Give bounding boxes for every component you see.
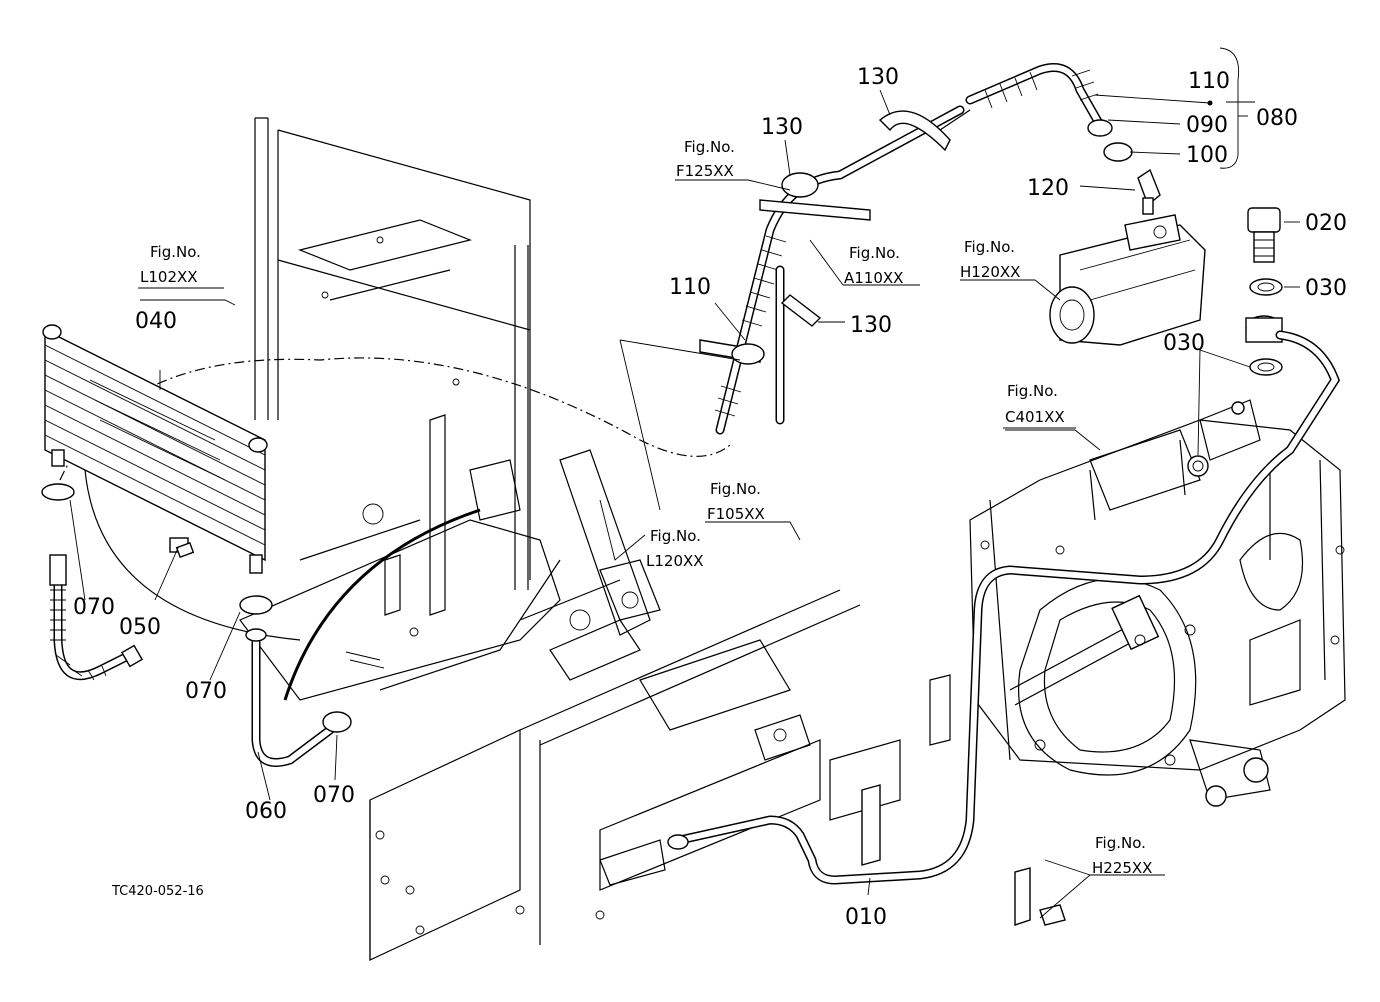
fig-ref-l120: Fig.No. L120XX	[646, 527, 704, 570]
banjo-fitting	[1245, 315, 1283, 343]
part-label-030-lower: 030	[1163, 331, 1205, 356]
fig-ref-f125-title: Fig.No.	[684, 138, 735, 156]
fig-ref-f105-title: Fig.No.	[710, 480, 761, 498]
fig-ref-h120-number: H120XX	[960, 263, 1020, 281]
fig-ref-f125: Fig.No. F125XX	[676, 138, 735, 180]
part-label-120: 120	[1027, 176, 1069, 201]
fig-ref-l120-title: Fig.No.	[650, 527, 701, 545]
banjo-bolt-020	[1247, 207, 1281, 263]
bolt-050	[169, 537, 195, 558]
fig-ref-f105-number: F105XX	[707, 505, 765, 523]
leader-lines	[69, 47, 1300, 919]
transmission-case	[969, 399, 1346, 807]
part-label-070-mid: 070	[185, 679, 227, 704]
part-label-030-top: 030	[1305, 276, 1347, 301]
part-label-060: 060	[245, 799, 287, 824]
part-label-070-right: 070	[313, 783, 355, 808]
fig-ref-c401-title: Fig.No.	[1007, 382, 1058, 400]
part-label-070-left: 070	[73, 595, 115, 620]
corrugated-hose-left	[41, 483, 144, 681]
fig-ref-a110: Fig.No. A110XX	[844, 244, 903, 287]
fig-ref-h225-number: H225XX	[1092, 859, 1152, 877]
oil-cooler	[42, 324, 268, 574]
return-line	[283, 508, 481, 701]
part-label-130-upper: 130	[761, 115, 803, 140]
fig-ref-c401: Fig.No. C401XX	[1003, 382, 1076, 429]
fig-ref-h120: Fig.No. H120XX	[960, 238, 1020, 281]
part-label-110-right: 110	[1188, 69, 1230, 94]
upper-hose-assembly	[699, 63, 1161, 435]
fig-ref-f125-number: F125XX	[676, 162, 734, 180]
part-label-020: 020	[1305, 211, 1347, 236]
hose-060	[239, 595, 352, 767]
washer-030-lower	[1249, 358, 1283, 376]
part-label-090: 090	[1186, 113, 1228, 138]
fig-ref-l102-number: L102XX	[140, 268, 198, 286]
fig-ref-h120-title: Fig.No.	[964, 238, 1015, 256]
fig-ref-a110-title: Fig.No.	[849, 244, 900, 262]
pipe-010	[667, 330, 1341, 926]
part-label-080: 080	[1256, 106, 1298, 131]
washer-030-top	[1249, 278, 1283, 296]
fig-ref-c401-number: C401XX	[1005, 408, 1065, 426]
fig-ref-l120-number: L120XX	[646, 552, 704, 570]
part-label-100: 100	[1186, 143, 1228, 168]
part-label-010: 010	[845, 905, 887, 930]
hydraulic-pump	[1049, 214, 1206, 346]
fig-ref-h225-title: Fig.No.	[1095, 834, 1146, 852]
fig-ref-l102-title: Fig.No.	[150, 243, 201, 261]
fig-ref-f105: Fig.No. F105XX	[707, 480, 765, 523]
drawing-code: TC420-052-16	[111, 884, 204, 899]
part-label-110-left: 110	[669, 275, 711, 300]
fig-ref-a110-number: A110XX	[844, 269, 903, 287]
part-label-130-top: 130	[857, 65, 899, 90]
part-labels: 040 070 050 070 060 070 110 130 130 130 …	[73, 65, 1347, 930]
fig-ref-l102: Fig.No. L102XX	[138, 243, 224, 289]
part-label-130-lower: 130	[850, 313, 892, 338]
fig-ref-h225: Fig.No. H225XX	[1092, 834, 1152, 877]
part-label-040: 040	[135, 309, 177, 334]
chassis-frame	[59, 117, 951, 961]
part-label-050: 050	[119, 615, 161, 640]
